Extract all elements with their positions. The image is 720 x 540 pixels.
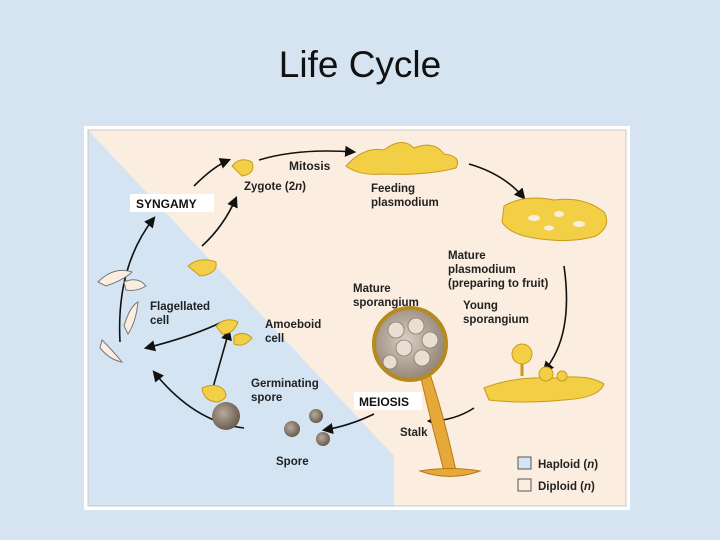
label-germinating-1: Germinating: [251, 378, 319, 390]
syngamy-box: [130, 194, 214, 212]
life-cycle-diagram: Mitosis Zygote (2n) SYNGAMY Feeding plas…: [84, 126, 630, 510]
young-sporangium-base: [483, 376, 605, 403]
label-mature-sporangium-2: sporangium: [353, 297, 419, 309]
label-stalk: Stalk: [400, 427, 428, 439]
arrow-sporangium-to-spores: [321, 413, 375, 435]
label-spore: Spore: [276, 456, 309, 468]
germinating-spore-shape: [212, 402, 240, 430]
label-young-sporangium-2: sporangium: [463, 314, 529, 326]
label-mitosis: Mitosis: [289, 159, 331, 173]
label-germinating-2: spore: [251, 392, 282, 404]
label-feeding-2: plasmodium: [371, 197, 439, 209]
spore-cells: [284, 409, 330, 446]
legend-haploid-swatch: [517, 456, 532, 470]
label-mature-plasmodium-2: plasmodium: [448, 264, 516, 276]
flagellated-cells: [97, 269, 147, 363]
label-amoeboid-2: cell: [265, 333, 284, 345]
label-flagellated-1: Flagellated: [150, 301, 210, 313]
label-syngamy: SYNGAMY: [136, 197, 197, 211]
meiosis-box: [354, 392, 422, 410]
label-mature-sporangium-1: Mature: [353, 283, 391, 295]
label-amoeboid-1: Amoeboid: [265, 319, 321, 331]
label-mature-plasmodium-1: Mature: [448, 250, 486, 262]
arrow-amoeboid-to-syngamy: [201, 195, 238, 247]
young-sporangium-head: [511, 343, 533, 365]
label-young-sporangium-1: Young: [463, 300, 498, 312]
label-meiosis: MEIOSIS: [359, 395, 409, 409]
arrow-feeding-to-mature: [468, 163, 526, 200]
legend-diploid-label: Diploid (n): [538, 481, 595, 493]
mature-plasmodium-shape: [501, 197, 608, 242]
label-flagellated-2: cell: [150, 315, 169, 327]
arrow-mature-to-young: [542, 265, 568, 373]
label-zygote: Zygote (2n): [244, 181, 306, 193]
label-feeding-1: Feeding: [371, 183, 415, 195]
amoeboid-cell-shape: [187, 259, 217, 277]
legend: Haploid (n) Diploid (n): [517, 456, 598, 493]
zygote-shape: [231, 159, 254, 177]
slide-title: Life Cycle: [278, 44, 442, 85]
label-mature-plasmodium-3: (preparing to fruit): [448, 278, 548, 290]
feeding-plasmodium-shape: [345, 142, 458, 175]
legend-haploid-label: Haploid (n): [538, 459, 598, 471]
legend-diploid-swatch: [517, 478, 532, 492]
arrow-zygote-to-feeding: [258, 145, 357, 161]
diagram-canvas: Mitosis Zygote (2n) SYNGAMY Feeding plas…: [87, 129, 627, 507]
arrow-syngamy-to-zygote: [193, 158, 232, 187]
